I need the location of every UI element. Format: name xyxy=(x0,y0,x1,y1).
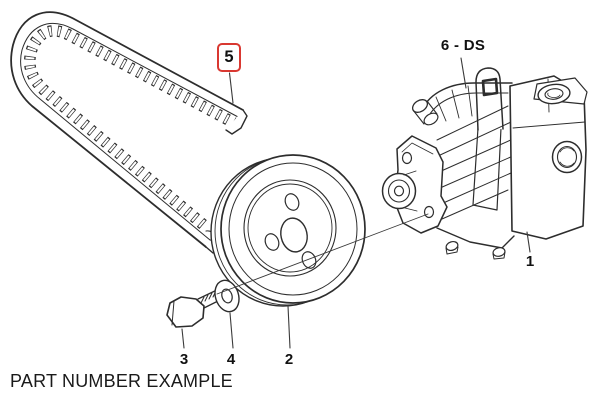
part-label-variant-ds[interactable]: 6 - DS xyxy=(440,37,486,54)
leader-line-5 xyxy=(228,72,234,104)
v-belt-drawing xyxy=(10,11,248,254)
bracket-square-hole xyxy=(481,77,499,97)
pulley-outer-rim xyxy=(220,154,366,304)
pulley-bolt-hole xyxy=(264,233,280,251)
leader-lines xyxy=(181,57,531,349)
pulley-center-hole xyxy=(280,217,308,253)
part-label-washer[interactable]: 4 xyxy=(226,351,236,368)
leader-line-4 xyxy=(229,312,234,349)
leader-line-2 xyxy=(287,305,291,349)
flange-bolt-hole xyxy=(423,205,435,219)
pump-drawing xyxy=(381,67,588,260)
pump-shaft-hub xyxy=(381,172,417,210)
pump-top-port xyxy=(537,83,571,105)
pump-side-port xyxy=(551,140,583,174)
assembly-axis-line xyxy=(216,213,429,295)
leader-line-3 xyxy=(181,328,185,349)
leader-line-6 xyxy=(460,57,467,89)
pulley-drawing xyxy=(210,154,366,307)
pump-housing-block xyxy=(509,75,587,240)
part-label-belt-highlighted[interactable]: 5 xyxy=(217,43,241,72)
part-label-bolt[interactable]: 3 xyxy=(179,351,189,368)
part-label-pump[interactable]: 1 xyxy=(525,253,535,270)
pulley-bolt-hole xyxy=(284,193,300,211)
leader-line-1 xyxy=(526,231,531,253)
caption-part-number-example: PART NUMBER EXAMPLE xyxy=(10,371,233,391)
bolt-drawing xyxy=(166,288,223,328)
flange-bolt-hole xyxy=(401,151,413,165)
pump-bracket-ear xyxy=(475,67,504,131)
part-label-pulley[interactable]: 2 xyxy=(284,351,294,368)
pulley-bolt-hole xyxy=(301,251,317,269)
